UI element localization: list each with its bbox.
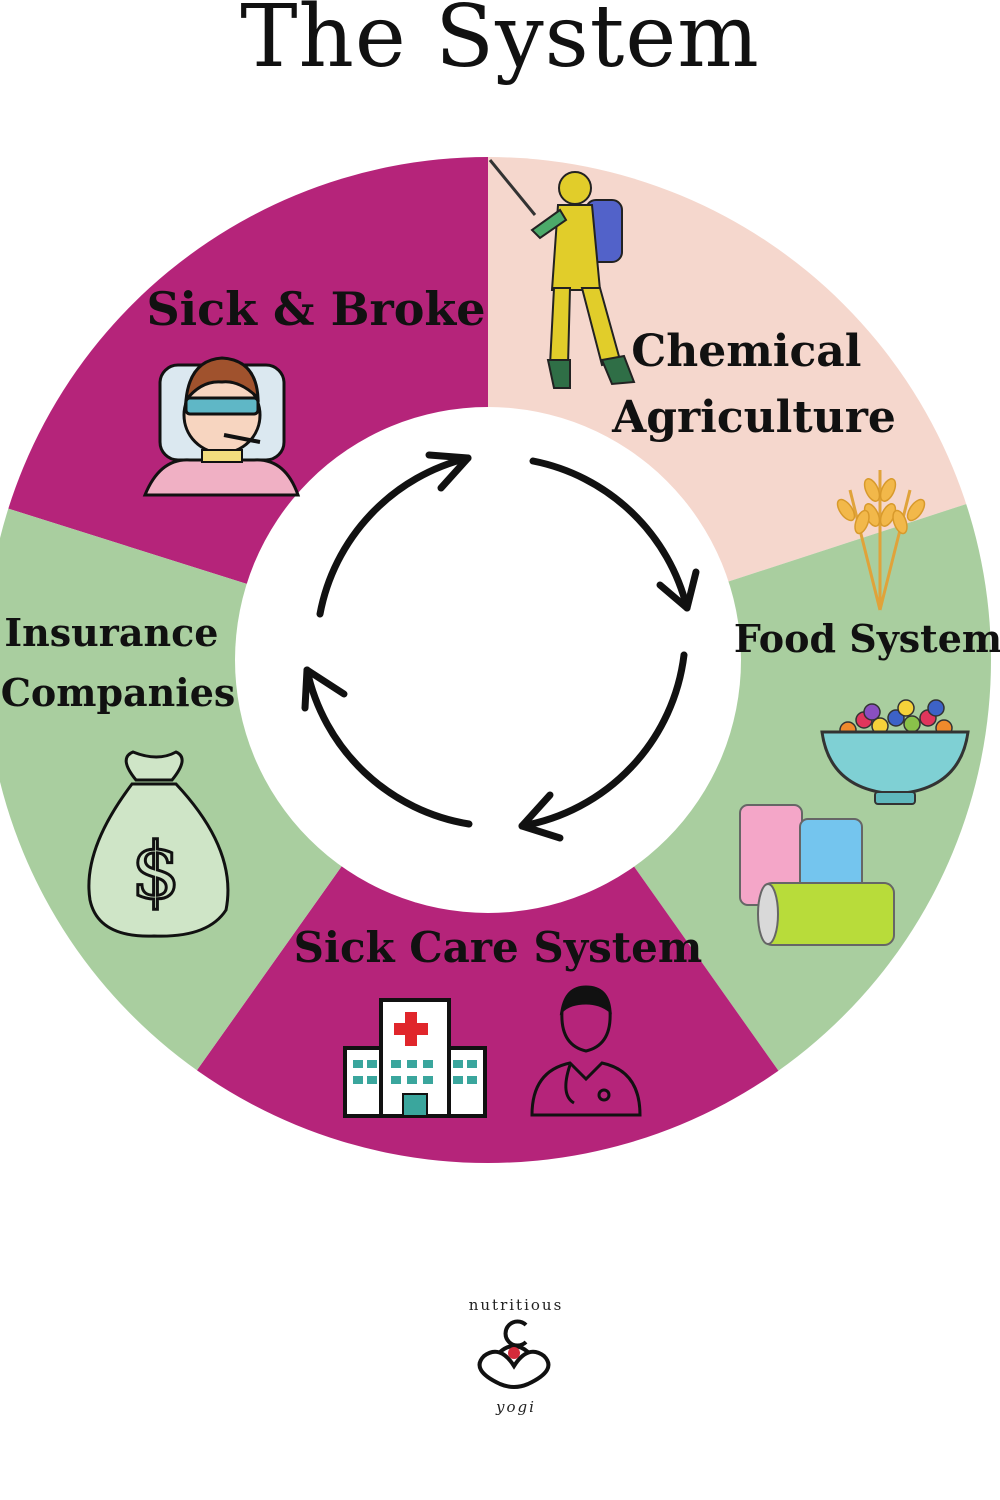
logo-top-text: nutritious <box>469 1296 564 1314</box>
arrow-top-left <box>316 451 472 618</box>
arrow-bottom-right <box>518 651 688 842</box>
label-sick-broke: Sick & Broke <box>146 282 485 336</box>
arrow-top-right <box>529 457 700 612</box>
pesticide-sprayer-icon <box>488 159 636 389</box>
sick-patient-icon <box>142 356 301 497</box>
hospital-icon <box>343 998 487 1118</box>
page-title: The System <box>240 0 760 87</box>
soda-cans-icon <box>739 804 895 946</box>
nutritious-yogi-logo: nutritious yogi <box>469 1296 564 1416</box>
money-bag-icon: $ <box>87 750 230 938</box>
label-chemical-agriculture: Chemical Agriculture <box>611 326 896 443</box>
svg-text:$: $ <box>131 827 181 917</box>
center-circle <box>235 407 741 913</box>
label-insurance-companies: Insurance Companies <box>1 610 236 715</box>
label-sick-care-system: Sick Care System <box>294 923 703 972</box>
wheat-icon <box>836 470 926 611</box>
segment-sick-care-system <box>190 660 785 1163</box>
logo-bottom-text: yogi <box>495 1398 536 1416</box>
cereal-bowl-icon <box>820 699 970 805</box>
label-food-system: Food System <box>734 616 1000 661</box>
apple-icon <box>508 1347 520 1359</box>
doctor-icon <box>530 985 642 1117</box>
cycle-arrows <box>301 451 700 842</box>
meditating-figure-icon <box>477 1319 551 1389</box>
arrow-bottom-left <box>301 666 473 828</box>
